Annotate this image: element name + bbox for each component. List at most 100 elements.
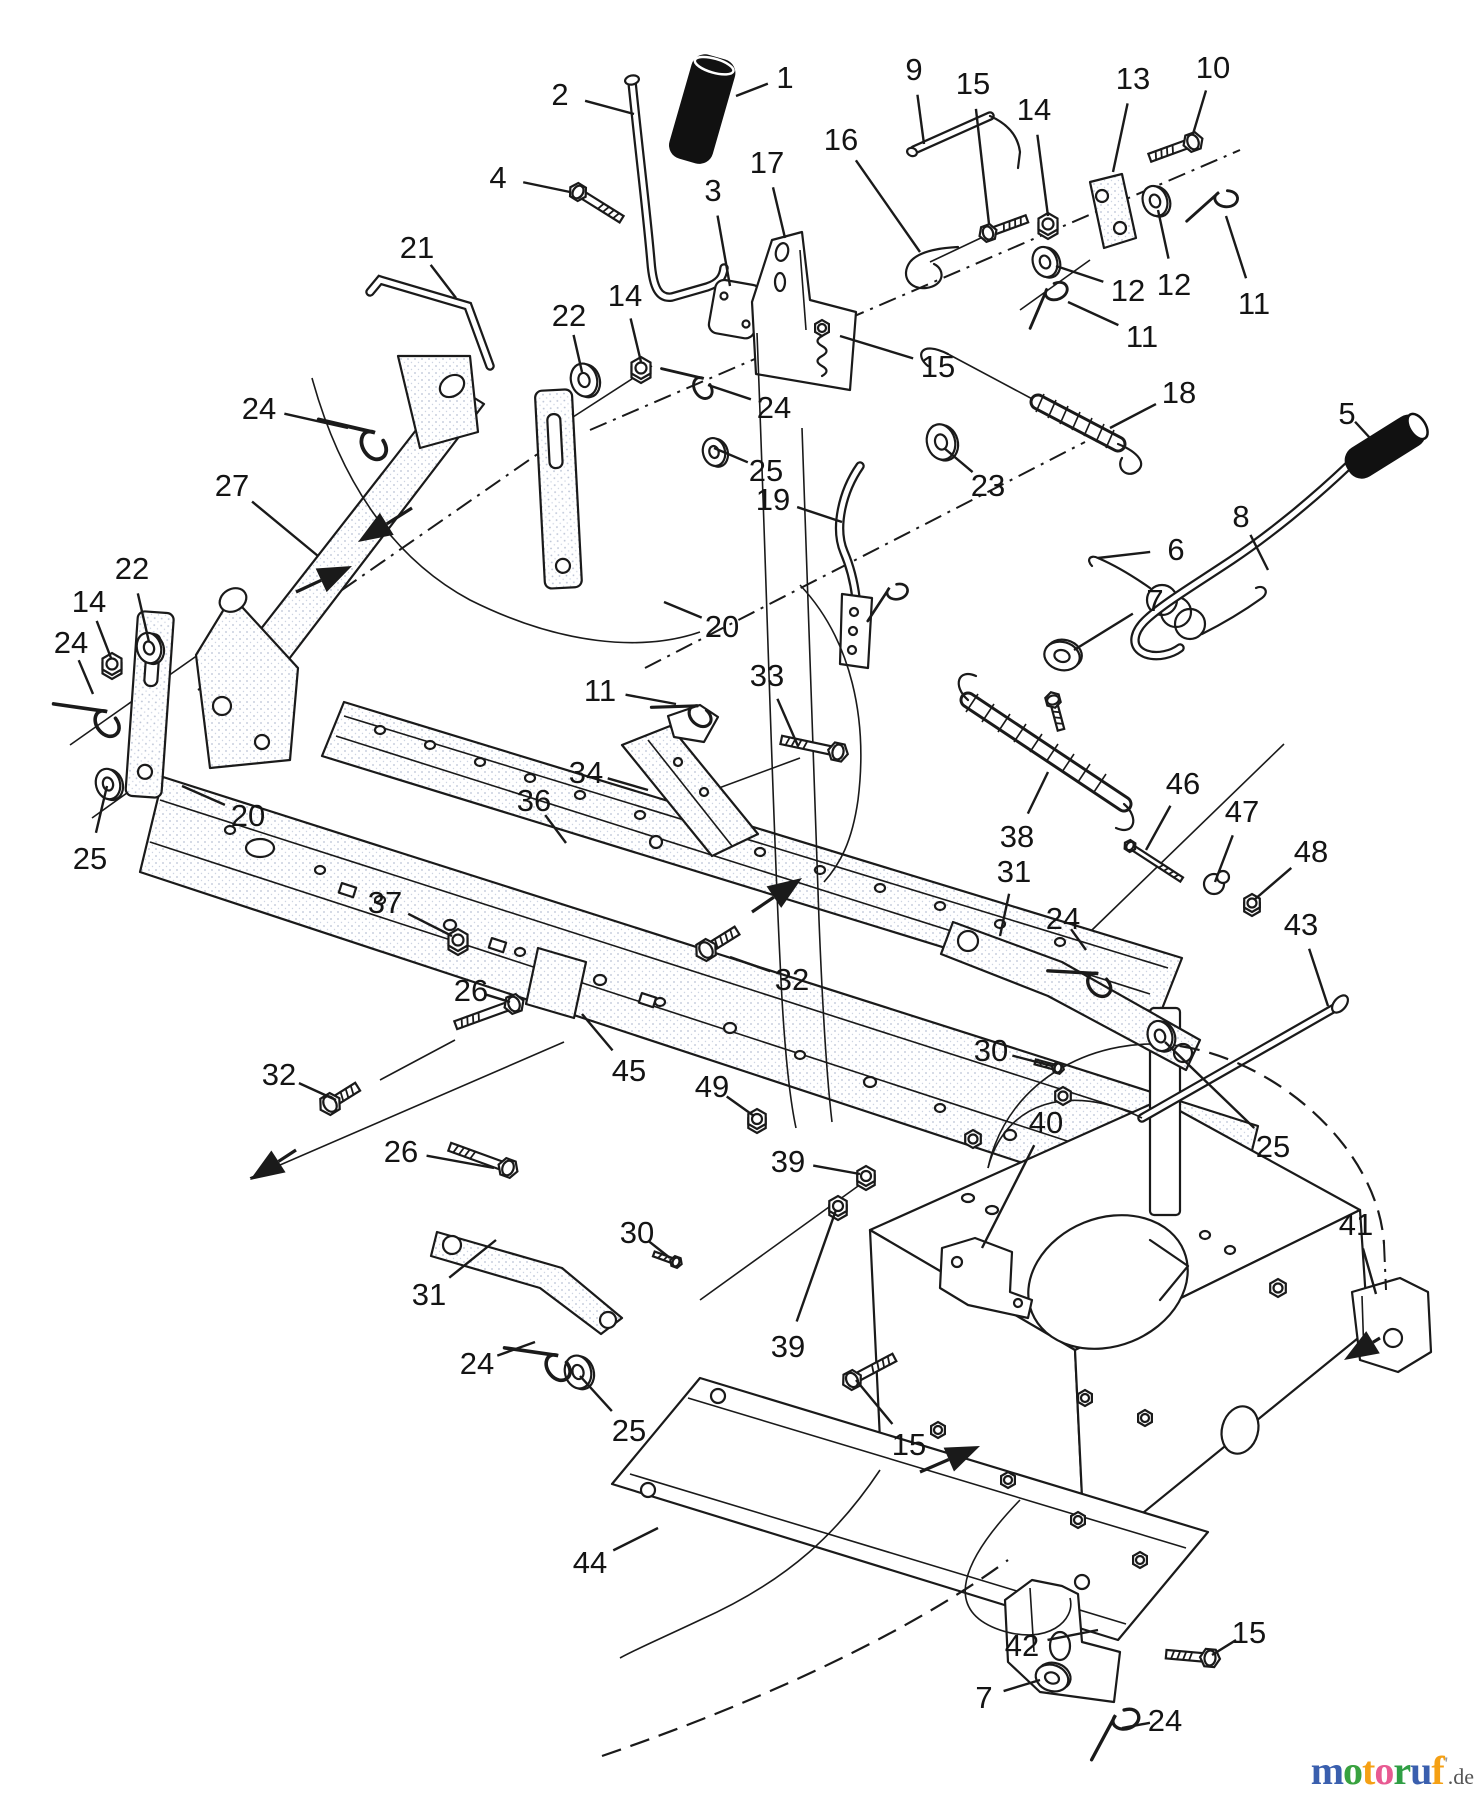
callout-number: 11	[584, 673, 616, 708]
part-glyph-nut	[828, 1194, 848, 1222]
callout-number: 36	[517, 783, 551, 818]
callout-number: 20	[231, 798, 265, 833]
leader-line	[713, 446, 749, 464]
leader-line	[1191, 90, 1208, 135]
callout-number: 47	[1225, 794, 1259, 829]
callout-number: 27	[215, 468, 249, 503]
callout-number: 1	[776, 60, 793, 95]
leader-line	[735, 82, 769, 98]
leader-line	[726, 1095, 755, 1117]
callout-number: 24	[54, 625, 88, 660]
leader-line	[1055, 264, 1104, 283]
callout-15: 15	[839, 334, 955, 384]
callout-number: 30	[974, 1033, 1008, 1068]
callout-25: 25	[73, 785, 109, 876]
callout-24: 24	[460, 1340, 536, 1381]
callout-1: 1	[735, 60, 794, 98]
callout-13: 13	[1111, 61, 1150, 173]
callout-27: 27	[215, 468, 319, 557]
callout-45: 45	[581, 1013, 646, 1088]
callout-24: 24	[1046, 901, 1087, 951]
part-glyph-pin	[1089, 1707, 1141, 1762]
callout-22: 22	[552, 298, 586, 373]
part-5-rod-grip	[1344, 412, 1429, 479]
assembly-direction-arrow	[295, 566, 352, 594]
callout-number: 19	[756, 482, 790, 517]
callout-25: 25	[579, 1375, 646, 1448]
leader-line	[795, 1209, 838, 1322]
part-glyph-pin	[502, 1346, 572, 1382]
callout-12: 12	[1156, 209, 1191, 302]
callout-number: 4	[489, 160, 506, 195]
part-21-rod	[365, 274, 495, 371]
callout-number: 44	[573, 1545, 607, 1580]
callout-number: 37	[368, 885, 402, 920]
leader-line	[448, 1239, 497, 1279]
leader-line	[1003, 1678, 1041, 1693]
leader-line	[298, 1082, 337, 1102]
callout-6: 6	[1097, 532, 1185, 567]
callout-41: 41	[1339, 1207, 1378, 1295]
part-glyph-bolt	[978, 213, 1030, 244]
watermark-letter: o	[1374, 1748, 1394, 1793]
leader-line	[1111, 103, 1129, 173]
leader-line	[181, 784, 226, 806]
leader-line	[998, 893, 1011, 937]
part-17-bracket	[750, 230, 858, 392]
callout-number: 7	[975, 1680, 992, 1715]
callout-7: 7	[1073, 583, 1164, 652]
callout-number: 13	[1116, 61, 1150, 96]
part-glyph-bolt	[1146, 130, 1204, 164]
callout-15: 15	[956, 66, 990, 225]
leader-line	[716, 215, 732, 287]
leader-line	[77, 659, 95, 695]
callout-number: 24	[1148, 1703, 1182, 1738]
leader-line	[251, 500, 319, 557]
leader-line	[1156, 209, 1170, 259]
leader-line	[1144, 805, 1172, 851]
part-glyph-bolt	[842, 1352, 898, 1392]
callout-16: 16	[824, 122, 921, 253]
leader-line	[707, 383, 752, 401]
part-glyph-screw	[1131, 1550, 1149, 1570]
leader-line	[663, 600, 703, 619]
part-47-ferrule	[1202, 869, 1231, 896]
callout-11: 11	[584, 673, 677, 708]
part-glyph-screw	[1269, 1277, 1287, 1299]
callout-number: 7	[1146, 583, 1163, 618]
part-glyph-bolt	[1033, 1058, 1066, 1076]
callout-number: 32	[262, 1057, 296, 1092]
leader-line	[1164, 1041, 1256, 1129]
leader-line	[1249, 534, 1270, 571]
leader-line	[284, 412, 349, 430]
callout-15: 15	[1211, 1615, 1266, 1657]
part-27-pivot-arm	[194, 354, 486, 770]
leader-line	[496, 1340, 536, 1357]
part-43-rod	[987, 994, 1387, 1291]
callout-number: 39	[771, 1329, 805, 1364]
part-34-strut	[620, 703, 760, 858]
callout-number: 25	[1256, 1129, 1290, 1164]
leader-line	[581, 1013, 614, 1052]
part-glyph-pin	[316, 417, 389, 462]
leader-line	[1307, 948, 1330, 1007]
leader-line	[1070, 928, 1087, 951]
callout-number: 6	[1167, 532, 1184, 567]
callout-number: 15	[921, 349, 955, 384]
leader-line	[1211, 1639, 1237, 1657]
leader-line	[1012, 1054, 1053, 1068]
watermark-logo: motoruf'.de	[1311, 1747, 1474, 1794]
callout-40: 40	[980, 1105, 1063, 1249]
callout-26: 26	[384, 1134, 495, 1170]
callout-number: 16	[824, 122, 858, 157]
callout-number: 34	[569, 755, 603, 790]
leader-line	[429, 264, 457, 299]
callout-19: 19	[756, 482, 843, 524]
leader-line	[1109, 402, 1157, 430]
leader-line	[612, 1526, 659, 1552]
part-glyph-bolt	[695, 925, 742, 963]
watermark-letter: f	[1431, 1748, 1444, 1793]
leader-line	[407, 912, 453, 938]
callout-number: 48	[1294, 834, 1328, 869]
